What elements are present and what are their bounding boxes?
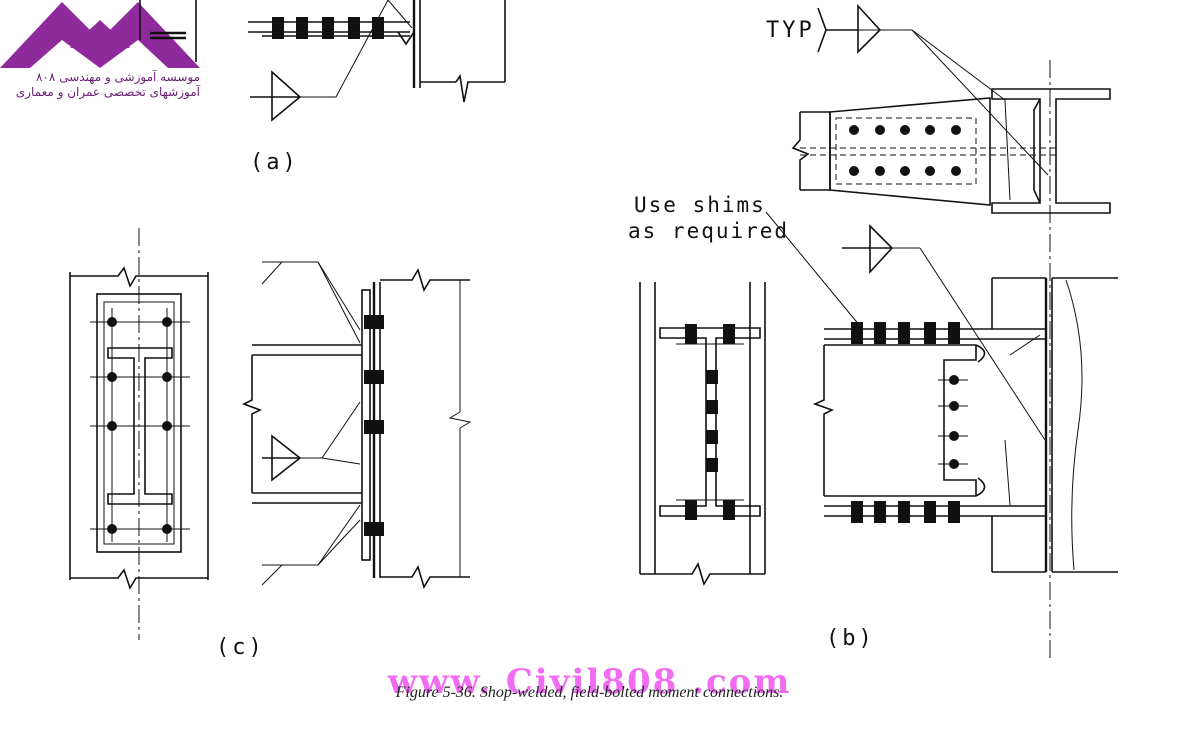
label-b: (b)	[826, 626, 875, 651]
detail-b-column-elevation	[639, 282, 766, 586]
logo-line-2: آموزشهای تخصصی عمران و معماری	[15, 85, 200, 99]
typ-weld-symbol	[817, 3, 882, 54]
label-a: (a)	[250, 150, 299, 175]
label-c: (c)	[216, 635, 265, 660]
logo-icon	[0, 2, 200, 68]
detail-b-plan-view	[791, 29, 1111, 214]
logo-line-1: موسسه آموزشی و مهندسی ۸۰۸	[36, 70, 200, 84]
figure-caption: Figure 5-36. Shop-welded, field-bolted m…	[395, 684, 784, 701]
detail-b-beam-elevation	[765, 60, 1118, 660]
detail-a-drawing	[139, 0, 506, 122]
watermark: www. Civil808 .com	[387, 662, 792, 702]
detail-c-side-view	[242, 261, 472, 589]
label-shims-1: Use shims	[634, 193, 766, 217]
detail-c-column-plate	[69, 228, 209, 640]
logo-text: موسسه آموزشی و مهندسی ۸۰۸ آموزشهای تخصصی…	[0, 70, 200, 100]
label-shims-2: as required	[628, 219, 790, 243]
label-typ: TYP	[766, 18, 815, 43]
